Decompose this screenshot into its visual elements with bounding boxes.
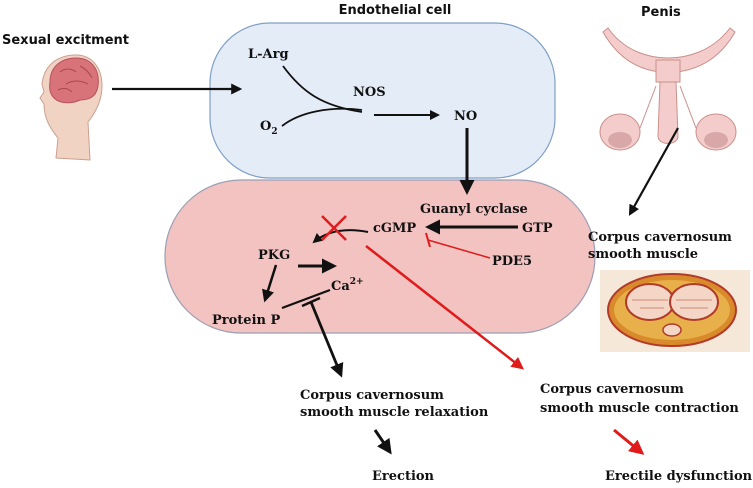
endothelial-cell-title: Endothelial cell	[339, 3, 452, 18]
relaxation-label-line2: smooth muscle relaxation	[300, 405, 489, 420]
ccsm-label-line2: smooth muscle	[588, 247, 698, 262]
human-head-with-brain-icon	[39, 54, 103, 161]
no-label: NO	[454, 109, 477, 124]
ca-inhibits-protein-p	[281, 288, 331, 310]
guanyl-cyclase-label: Guanyl cyclase	[420, 202, 528, 217]
protein-p-label: Protein P	[212, 313, 280, 328]
pde5-inhibition-bar	[425, 232, 431, 248]
to-relaxation-bar	[301, 296, 321, 308]
pkg-to-protein-p-arrow	[262, 264, 278, 303]
pkg-label: PKG	[258, 248, 290, 263]
blocked-cross-mark	[321, 215, 347, 241]
erectile-dysfunction-label: Erectile dysfunction	[605, 469, 753, 484]
o2-curve	[281, 107, 363, 127]
contraction-to-ed-arrow	[613, 428, 645, 455]
contraction-label-line1: Corpus cavernosum	[540, 382, 684, 397]
corpus-cavernosum-cross-section-image	[600, 270, 750, 352]
relaxation-to-erection-arrow	[373, 429, 392, 455]
penis-label: Penis	[641, 5, 681, 20]
to-relaxation-arrow	[309, 301, 344, 378]
gtp-label: GTP	[522, 221, 553, 236]
pde5-inhibition	[427, 239, 491, 259]
l-arg-curve	[282, 65, 363, 113]
ccsm-label-line1: Corpus cavernosum	[588, 230, 732, 245]
pde5-label: PDE5	[492, 254, 532, 269]
sexual-excitment-label: Sexual excitment	[2, 33, 129, 48]
male-reproductive-anatomy-icon	[599, 27, 737, 151]
cgmp-label: cGMP	[373, 221, 416, 236]
l-arg-label: L-Arg	[248, 47, 289, 62]
o2-label: O2	[260, 119, 278, 137]
cgmp-to-contraction-arrow	[365, 245, 524, 370]
erection-label: Erection	[372, 469, 435, 484]
penis-to-ccsm-arrow	[628, 127, 679, 216]
relaxation-label-line1: Corpus cavernosum	[300, 388, 444, 403]
contraction-label-line2: smooth muscle contraction	[540, 401, 739, 416]
nos-label: NOS	[353, 85, 386, 100]
endothelial-cell-shape	[209, 22, 556, 179]
ca-label: Ca2+	[331, 277, 364, 294]
